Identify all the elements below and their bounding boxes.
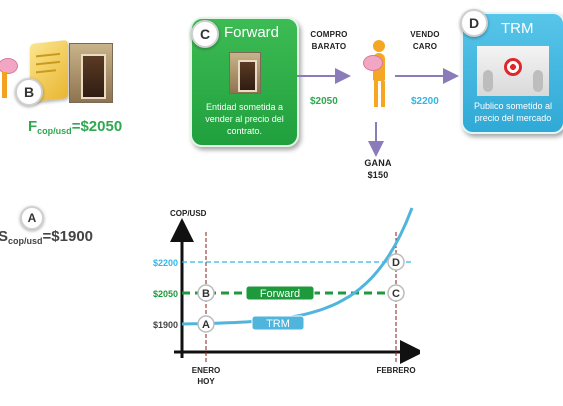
target-crowd-icon (477, 46, 549, 96)
buy-price: $2050 (310, 96, 338, 107)
trm-card-title: TRM (501, 20, 534, 37)
flow-arrows (297, 68, 459, 157)
investor-figure-icon (362, 40, 398, 110)
series-label-forward: Forward (260, 288, 300, 300)
x-tick-label: HOY (197, 377, 215, 386)
series-trm-line (181, 207, 414, 326)
bank-building-photo (69, 43, 113, 103)
trm-card-text: Publico sometido al precio del mercado (473, 101, 553, 123)
y-tick-label: $2200 (153, 258, 178, 268)
x-tick-label: FEBRERO (376, 366, 415, 375)
point-b-badge: B (15, 78, 43, 106)
trm-card: TRM Publico sometido al precio del merca… (461, 12, 563, 134)
forward-card-text: Entidad sometida a vender al precio del … (205, 102, 284, 136)
point-d-badge: D (460, 9, 488, 37)
point-b-label: B (202, 288, 210, 300)
point-a-marker (197, 315, 215, 333)
sell-price: $2200 (411, 96, 439, 107)
forward-building-photo (229, 52, 261, 94)
point-a-label: A (202, 319, 210, 331)
forward-card-title: Forward (224, 24, 280, 41)
gain-label: GANA$150 (364, 158, 392, 180)
y-axis-label: COP/USD (170, 209, 207, 218)
point-d-marker (387, 253, 405, 271)
y-tick-label: $2050 (153, 289, 178, 299)
point-a-badge: A (20, 206, 44, 230)
point-d-label: D (392, 257, 400, 269)
point-c-marker (387, 284, 405, 302)
point-b-marker (197, 284, 215, 302)
point-c-badge: C (191, 20, 219, 48)
series-label-forward-box (245, 285, 315, 301)
spot-price-label: Scop/usd=$1900 (0, 228, 94, 246)
top-left-group: B (0, 40, 130, 135)
y-tick-label: $1900 (153, 320, 178, 330)
series-label-trm: TRM (266, 318, 290, 330)
piggy-figure-icon (0, 52, 20, 100)
x-tick-label: ENERO (192, 366, 220, 375)
point-c-label: C (392, 288, 400, 300)
forward-price-label: Fcop/usd=$2050 (28, 118, 123, 136)
series-label-trm-box (251, 315, 305, 331)
